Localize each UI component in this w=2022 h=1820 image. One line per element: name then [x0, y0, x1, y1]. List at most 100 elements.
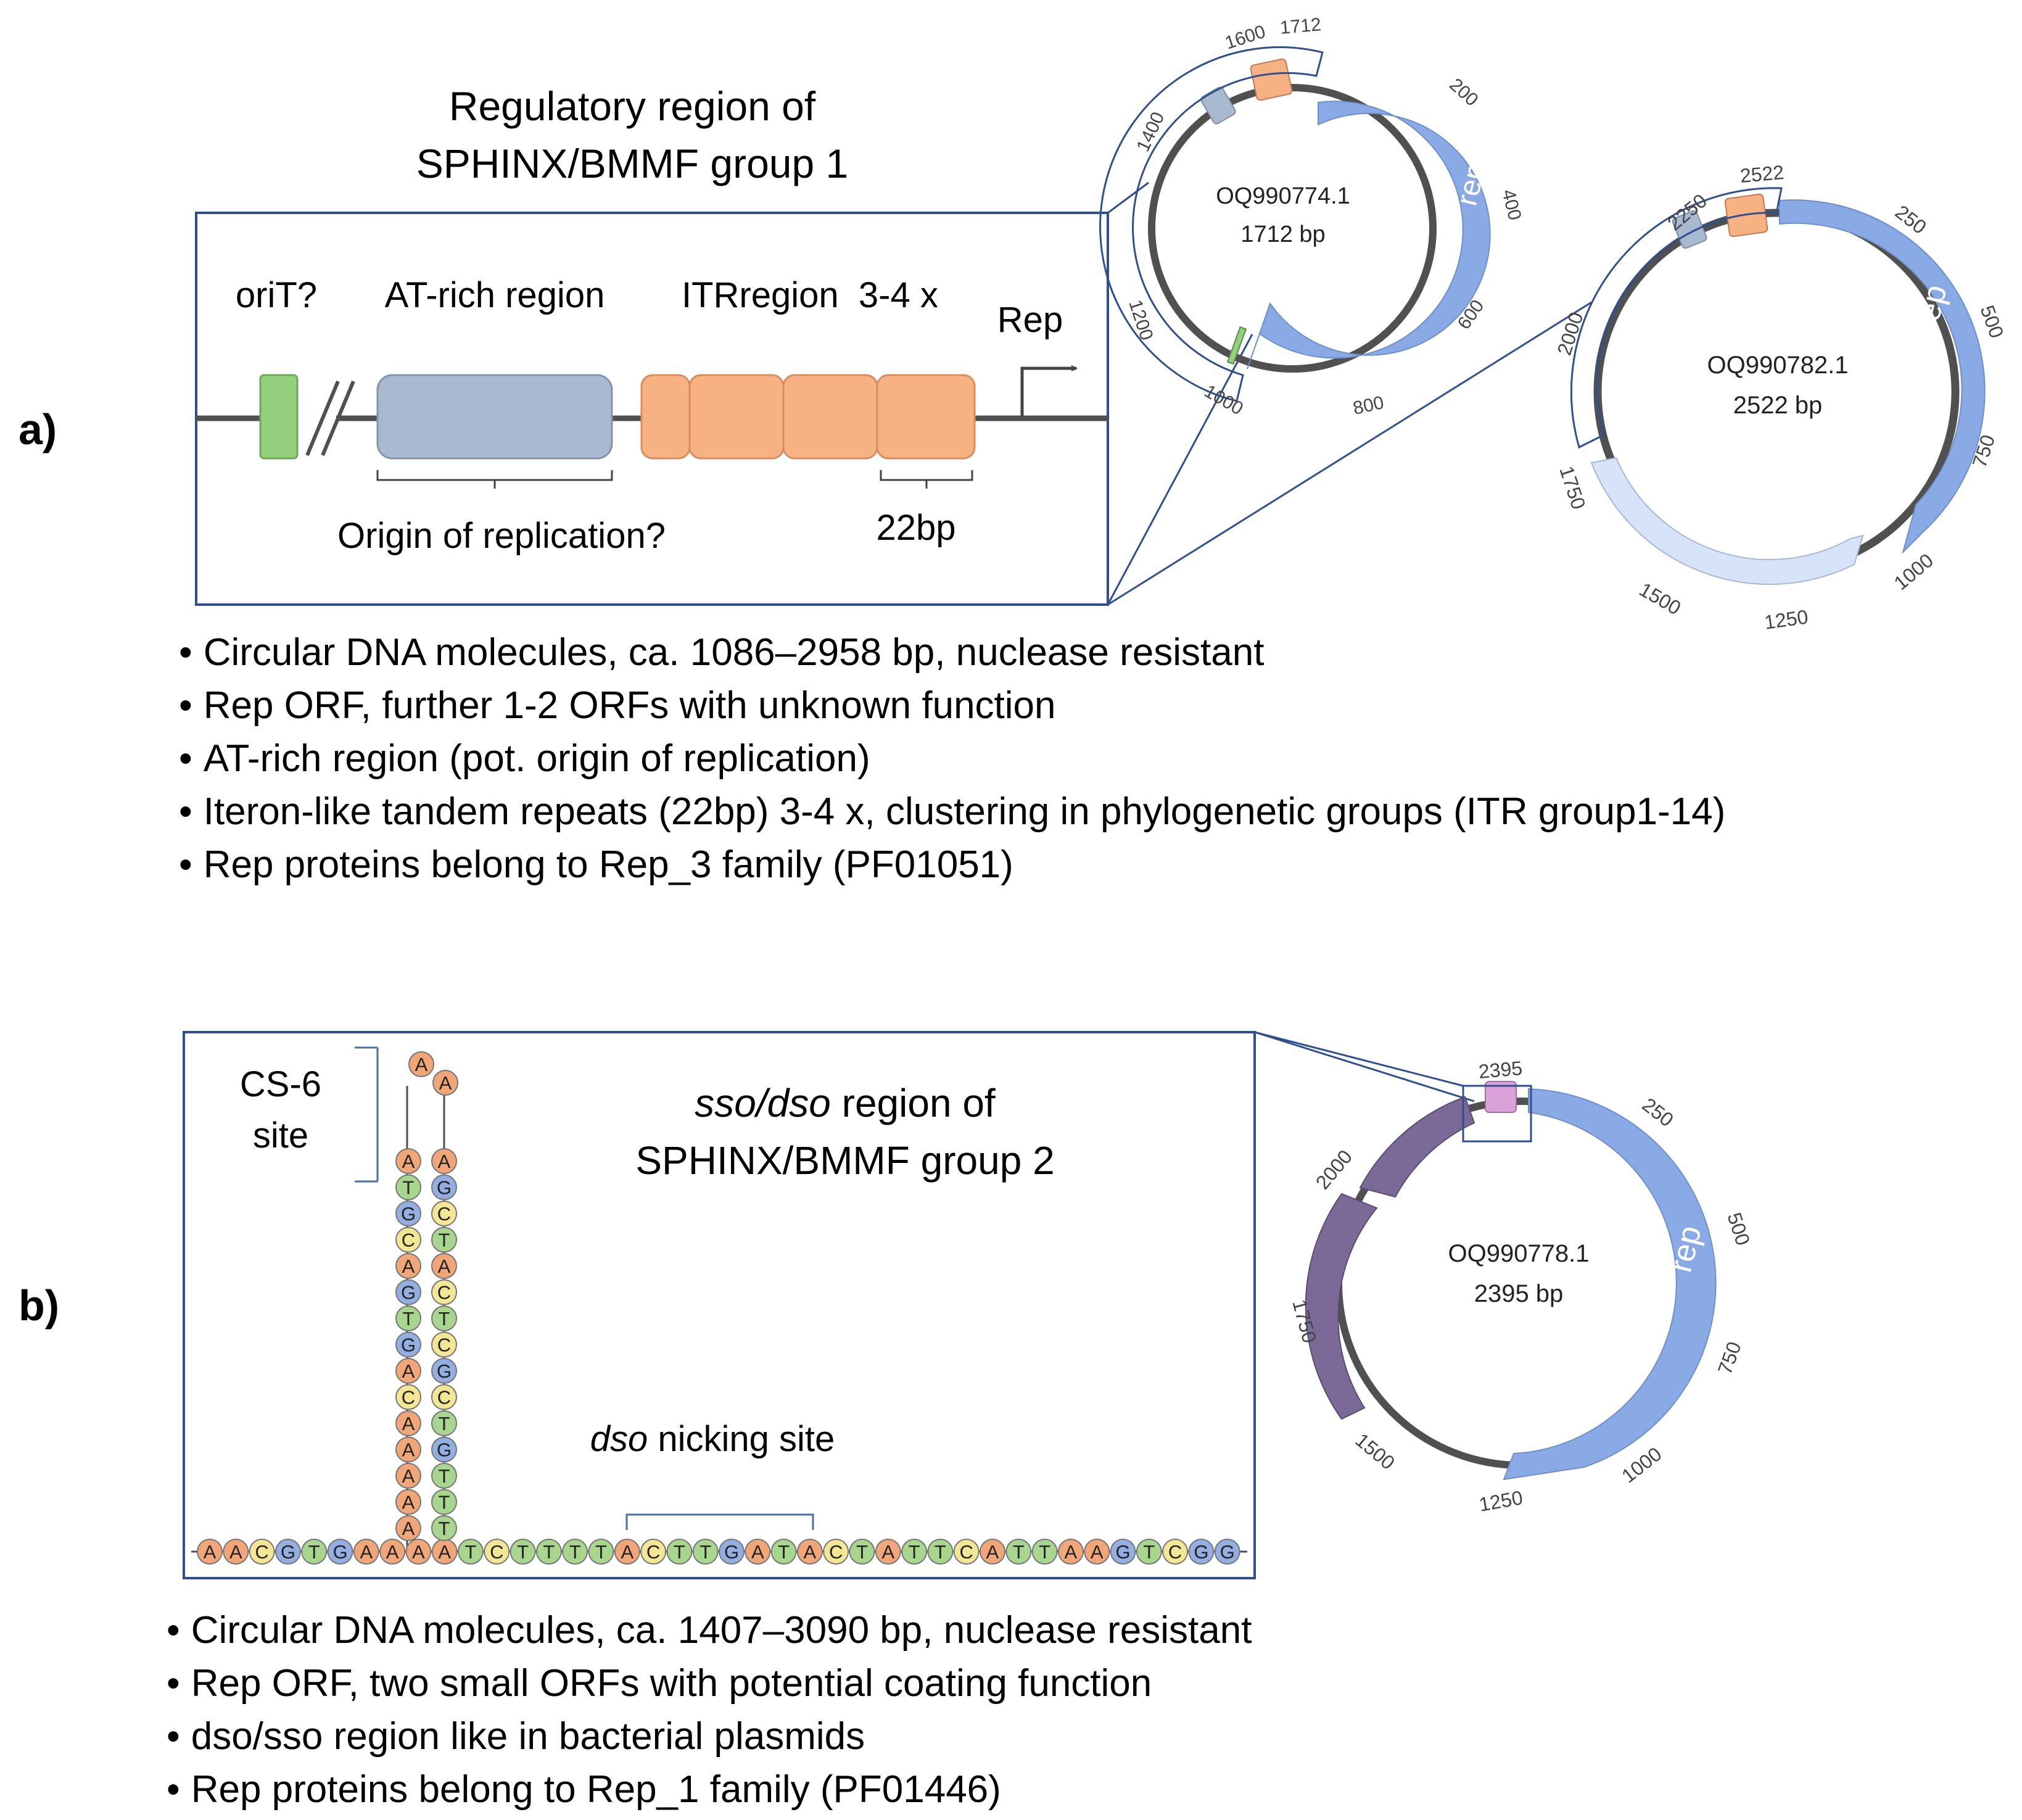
bp22-label: 22bp [876, 508, 955, 548]
nucleotide-bead [1214, 1539, 1240, 1565]
rep-label: Rep [997, 300, 1063, 340]
dso-nicking-label: dso nicking site [590, 1419, 835, 1459]
nucleotide-bead [395, 1201, 421, 1226]
origin-bracket [376, 470, 613, 489]
nucleotide-letter: G [1194, 1541, 1208, 1563]
nucleotide-letter: G [437, 1439, 452, 1461]
nucleotide-bead [666, 1539, 693, 1565]
nucleotide-letter: T [439, 1518, 450, 1539]
nucleotide-letter: A [415, 1054, 428, 1075]
regulatory-region-highlight [1099, 46, 1324, 402]
panel-b-title-line2: SPHINX/BMMF group 2 [635, 1138, 1054, 1183]
nucleotide-letter: T [403, 1177, 415, 1199]
nucleotide-bead [395, 1515, 421, 1541]
bp22-bracket [880, 470, 973, 489]
nucleotide-bead [431, 1384, 457, 1410]
nucleotide-letter: T [569, 1541, 581, 1563]
orf-purple-arc-2 [1359, 1096, 1475, 1198]
nucleotide-letter: C [960, 1541, 973, 1563]
nucleotide-letter: G [401, 1334, 416, 1356]
bullet-item: Iteron-like tandem repeats (22bp) 3-4 x,… [179, 785, 1726, 838]
nucleotide-bead [301, 1539, 328, 1565]
panel-b-bullet-list: Circular DNA molecules, ca. 1407–3090 bp… [167, 1604, 1252, 1816]
nucleotide-letter: A [438, 1151, 451, 1172]
nucleotide-bead [395, 1279, 421, 1305]
nucleotide-bead [432, 1070, 458, 1096]
cs6-bracket [355, 1046, 379, 1183]
plasmid-name: OQ990782.1 [1707, 352, 1848, 379]
nucleotide-bead [614, 1539, 640, 1565]
nucleotide-bead [405, 1539, 432, 1565]
zoom-connector [1107, 334, 1253, 605]
nucleotide-bead [431, 1226, 457, 1253]
rep-promoter-arrow [1020, 365, 1078, 417]
dso-region-highlight [1462, 1085, 1532, 1143]
nucleotide-bead [458, 1539, 484, 1565]
nucleotide-bead [953, 1539, 980, 1565]
nucleotide-letter: T [856, 1541, 868, 1563]
nucleotide-bead [1005, 1539, 1032, 1565]
nucleotide-bead [692, 1539, 719, 1565]
nucleotide-bead [719, 1539, 745, 1565]
nucleotide-bead [274, 1539, 301, 1565]
nucleotide-letter: T [439, 1492, 450, 1513]
nucleotide-bead [395, 1384, 421, 1410]
nucleotide-letter: G [1115, 1541, 1130, 1563]
nucleotide-bead [431, 1148, 457, 1174]
zoom-connector [1254, 1031, 1464, 1087]
zoom-connector [1254, 1031, 1475, 1102]
nucleotide-letter: C [402, 1230, 415, 1251]
nucleotide-letter: T [308, 1541, 320, 1563]
nucleotide-bead [484, 1539, 510, 1565]
nucleotide-letter: A [412, 1541, 425, 1563]
nucleotide-letter: A [438, 1255, 451, 1277]
cs6-label-line2: site [253, 1115, 308, 1156]
nucleotide-letter: C [437, 1282, 451, 1304]
at-rich-label: AT-rich region [385, 275, 605, 315]
sso-dso-frame [183, 1031, 1256, 1579]
panel-b-title-line1: sso/dso region of [695, 1081, 996, 1125]
tick-label: 750 [1714, 1339, 1746, 1377]
nucleotide-bead [431, 1436, 457, 1463]
nucleotide-bead [927, 1539, 954, 1565]
nucleotide-bead [395, 1174, 421, 1201]
bullet-item: dso/sso region like in bacterial plasmid… [167, 1710, 1252, 1763]
bullet-item: Rep ORF, further 1-2 ORFs with unknown f… [179, 679, 1725, 732]
nucleotide-letter: T [1013, 1541, 1025, 1563]
tick-label: 2395 [1477, 1057, 1523, 1083]
nucleotide-letter: G [437, 1177, 452, 1199]
nucleotide-letter: T [439, 1413, 450, 1434]
nucleotide-letter: A [204, 1541, 217, 1563]
tick-label: 1200 [1124, 297, 1157, 343]
backbone-break-mark [305, 380, 340, 457]
nucleotide-letter: T [439, 1308, 450, 1330]
zoom-connector [1107, 301, 1592, 606]
panel-a-label: a) [19, 405, 57, 453]
itr-box-3 [782, 374, 878, 460]
nucleotide-letter: G [401, 1203, 416, 1225]
nucleotide-bead [640, 1539, 667, 1565]
nucleotide-bead [395, 1410, 421, 1436]
nucleotide-bead [562, 1539, 588, 1565]
bullet-item: Rep proteins belong to Rep_3 family (PF0… [179, 838, 1725, 891]
nucleotide-letter: T [1143, 1541, 1155, 1563]
nucleotide-letter: A [621, 1541, 633, 1563]
nucleotide-bead [327, 1539, 353, 1565]
tick-label: 1500 [1351, 1429, 1400, 1474]
nucleotide-bead [1084, 1539, 1110, 1565]
tick-label: 2522 [1739, 161, 1785, 187]
nucleotide-letter: A [1065, 1541, 1078, 1563]
nucleotide-letter: T [465, 1541, 477, 1563]
tick-label: 1500 [1636, 578, 1685, 619]
plasmid-map-oq990778: OQ990778.1 2395 bp rep 250 500 750 1000 … [1288, 1057, 1754, 1516]
nucleotide-bead [395, 1358, 421, 1384]
rep-orf-arc [1247, 101, 1491, 370]
nucleotide-bead [1110, 1539, 1136, 1565]
plasmid-size: 2395 bp [1474, 1280, 1564, 1307]
nucleotide-bead [875, 1539, 901, 1565]
backbone-break-mark [321, 380, 355, 457]
tick-label: 1712 [1279, 14, 1322, 38]
nucleotide-letter: A [804, 1541, 817, 1563]
nucleotide-letter: T [699, 1541, 711, 1563]
nucleotide-letter: A [881, 1541, 894, 1563]
